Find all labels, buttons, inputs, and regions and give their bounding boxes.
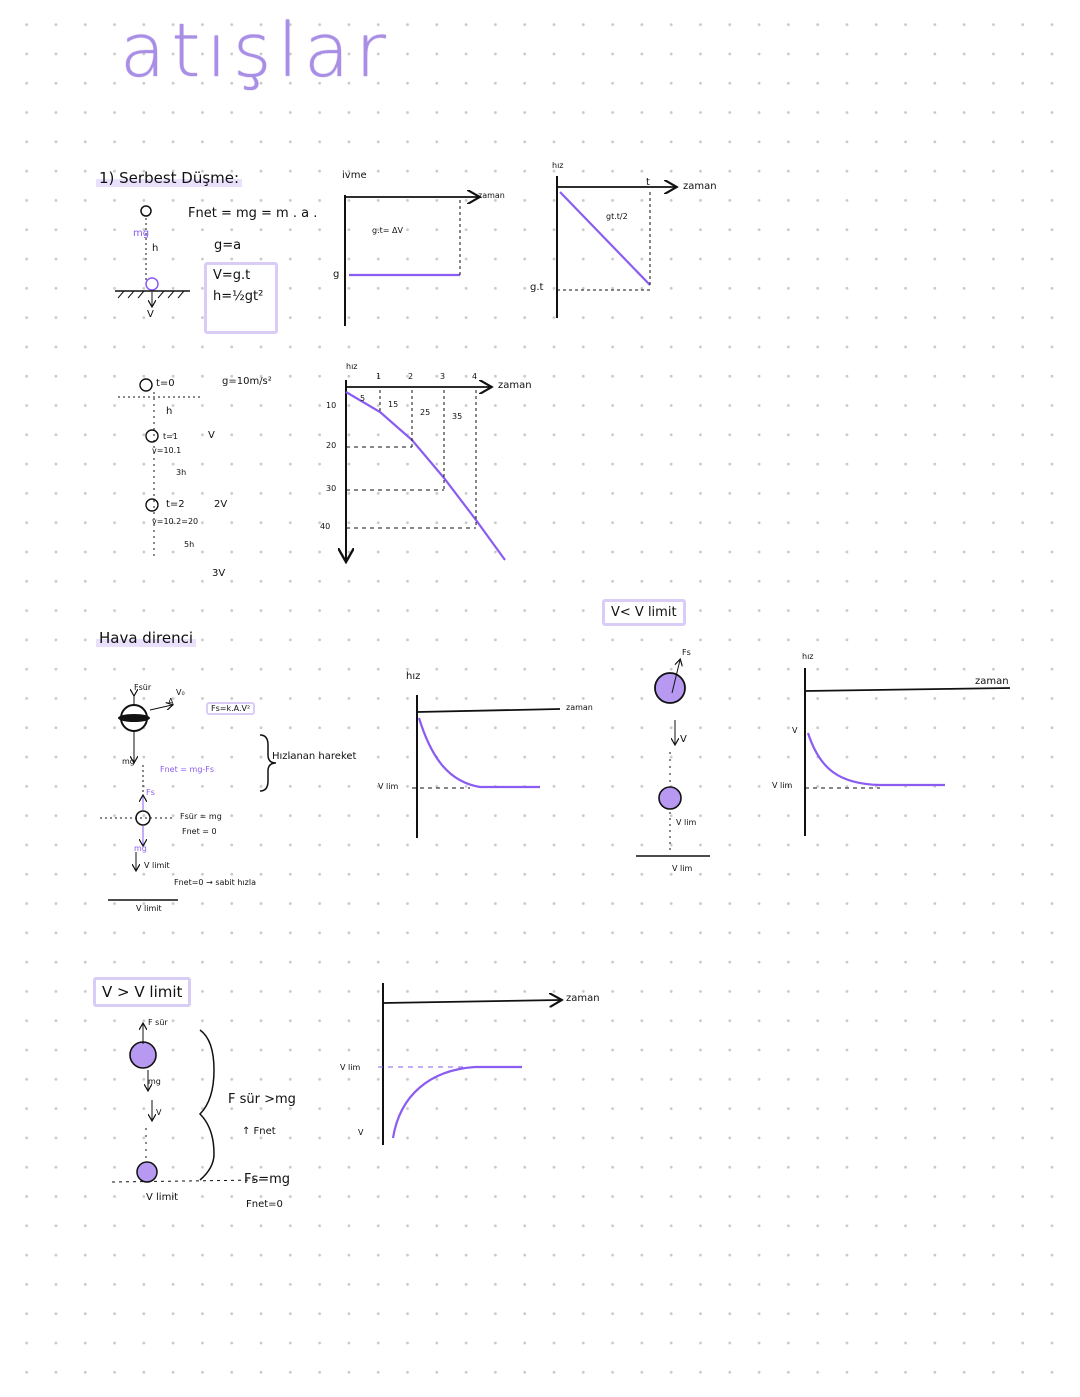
velocity-equation: V=g.t (213, 268, 251, 283)
fnet-constant-label: Fnet=0 → sabit hızla (174, 878, 256, 887)
v-limit-label-2: V limit (136, 904, 162, 913)
velocity-graph-3 (412, 695, 561, 838)
graph5-vlim-label: V lim (772, 781, 793, 790)
graph3-tick-y-30: 30 (326, 484, 337, 493)
page-title: atışlar (120, 8, 392, 94)
free-fall-heading: 1) Serbest Düşme: (96, 169, 243, 187)
height-equation: h=½gt² (213, 289, 264, 304)
a-label: A (168, 697, 174, 706)
graph2-x-label: zaman (683, 181, 717, 192)
mg-label: mg (133, 228, 150, 239)
h1-label: h (166, 406, 173, 417)
h2-label: 3h (176, 468, 187, 477)
graph3-y-label: hız (346, 362, 358, 371)
graph3-tick-x-1: 1 (376, 372, 382, 381)
graph3-area-15: 15 (388, 400, 399, 409)
mg-label-3: mg (134, 844, 147, 853)
graph2-gt-label: g.t (530, 282, 544, 293)
h3-label: 5h (184, 540, 195, 549)
graph3-area-25: 25 (420, 408, 431, 417)
velocity-graph-5 (378, 983, 560, 1145)
v-label-3: V (156, 1108, 162, 1117)
velocity-graph-4 (804, 668, 1011, 836)
graph1-x-label: zaman (478, 191, 505, 200)
slow-case-box: V< V limit (602, 599, 686, 626)
velocity-graph-2 (346, 380, 506, 560)
kinematics-box: V=g.t h=½gt² (204, 262, 278, 334)
fsur-greater-than-mg: F sür >mg (228, 1092, 296, 1107)
graph6-vlim-label: V lim (340, 1063, 361, 1072)
t1-label: t=1 (163, 432, 178, 441)
net-force-drag-equation: Fnet = mg-Fs (160, 765, 215, 774)
v2-value-label: v=10.2=20 (152, 517, 199, 526)
vlim-label-3: V lim (672, 864, 693, 873)
graph4-x-label: zaman (566, 703, 593, 712)
fs-equals-mg: Fs=mg (244, 1172, 291, 1187)
graph5-y-label: hız (802, 652, 814, 661)
graph5-x-label: zaman (975, 676, 1009, 687)
air-resistance-sketch (100, 695, 277, 901)
v-label: V (147, 309, 154, 320)
graph1-y-label: ivme (342, 170, 367, 181)
graph3-x-label: zaman (498, 380, 532, 391)
graph3-tick-x-2: 2 (408, 372, 414, 381)
graph3-tick-x-3: 3 (440, 372, 446, 381)
accelerating-motion-label: Hızlanan hareket (272, 751, 357, 762)
mg-label-2: mg (122, 757, 135, 766)
t2-label: t=2 (166, 499, 185, 510)
fnet-zero: Fnet = 0 (182, 827, 217, 836)
graph2-y-label: hız (552, 161, 564, 170)
v-label-2: V (680, 734, 687, 745)
graph4-y-label: hız (406, 671, 421, 682)
fast-ball-sketch (111, 1024, 261, 1183)
slow-ball-sketch (636, 660, 710, 857)
graph5-v-label: V (792, 726, 798, 735)
v2-label: 2V (214, 499, 228, 510)
fnet-upward: ↑ Fnet (242, 1126, 276, 1137)
graph1-g-label: g (333, 269, 340, 280)
t0-label: t=0 (156, 378, 175, 389)
fs-label-2: Fs (682, 648, 691, 657)
graph2-t-label: t (646, 177, 650, 188)
v1-value-label: v=10.1 (152, 446, 182, 455)
graph3-area-35: 35 (452, 412, 463, 421)
graph3-tick-y-20: 20 (326, 441, 337, 450)
graph1-area-label: g.t= ΔV (372, 226, 403, 235)
graph3-tick-y-40: 40 (320, 522, 331, 531)
v3-label: 3V (212, 568, 226, 579)
fast-case-box: V > V limit (93, 977, 192, 1007)
v-limit-label: V limit (144, 861, 170, 870)
v0-label: V₀ (176, 688, 185, 697)
v-limit-label-3: V limit (146, 1192, 179, 1203)
graph4-vlim-label: V lim (378, 782, 399, 791)
graph2-area-label: gt.t/2 (606, 212, 628, 221)
drag-force-equation: Fs=k.A.V² (206, 702, 256, 715)
vlim-label-2: V lim (676, 818, 697, 827)
g-equation: g=a (214, 238, 242, 253)
acceleration-graph (344, 195, 478, 326)
graph6-x-label: zaman (566, 993, 600, 1004)
fsur-label: Fsür (134, 683, 152, 692)
free-fall-sketch (115, 205, 190, 306)
graph3-tick-y-10: 10 (326, 401, 337, 410)
graph3-tick-x-4: 4 (472, 372, 478, 381)
fnet-zero-2: Fnet=0 (246, 1199, 283, 1210)
ball-positions-sketch (118, 378, 200, 560)
h-label: h (152, 243, 159, 254)
net-force-equation: Fnet = mg = m . a . (188, 206, 318, 221)
fsur-label-2: F sür (148, 1018, 168, 1027)
air-resistance-heading: Hava direnci (96, 629, 196, 647)
velocity-graph-1 (556, 176, 675, 318)
graph6-v-label: V (358, 1128, 364, 1137)
v1-label: V (208, 430, 215, 441)
fs-label: Fs (146, 788, 155, 797)
fsur-equals-mg: Fsür = mg (180, 812, 222, 821)
graph3-area-5: 5 (360, 394, 366, 403)
g-value-label: g=10m/s² (222, 376, 272, 387)
mg-label-4: mg (148, 1077, 161, 1086)
